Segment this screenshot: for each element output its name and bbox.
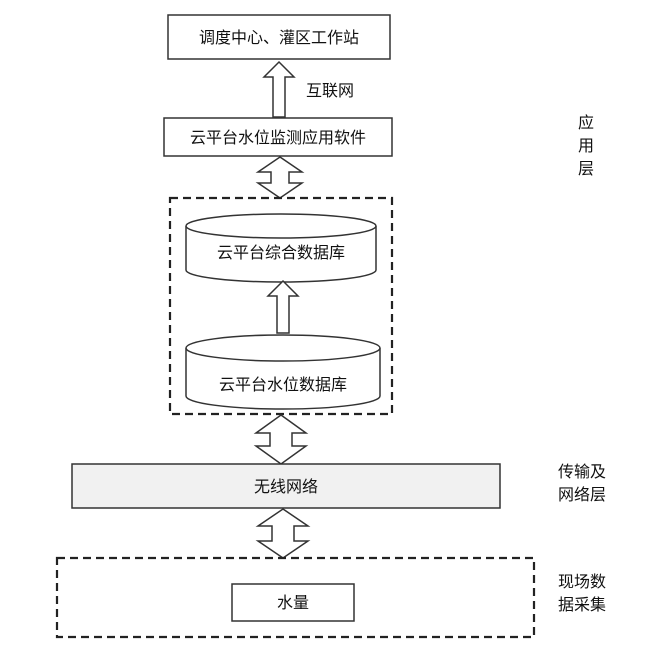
db-network-double-arrow	[253, 414, 309, 465]
field-layer-line-1: 现场数	[558, 572, 606, 591]
integrated-db-label: 云平台综合数据库	[217, 243, 345, 262]
water-quantity-label: 水量	[277, 593, 309, 612]
application-layer-char-3: 层	[578, 159, 594, 178]
water-level-db-label: 云平台水位数据库	[219, 375, 347, 394]
transmission-layer-line-1: 传输及	[558, 462, 606, 481]
field-layer-line-2: 据采集	[558, 595, 606, 614]
software-box	[163, 117, 393, 157]
integrated-db-cylinder	[185, 213, 377, 283]
db-up-arrow	[266, 279, 300, 334]
field-collection-dashed	[55, 556, 536, 639]
field-layer-label: 现场数 据采集	[558, 572, 606, 614]
network-field-double-arrow	[255, 508, 311, 559]
software-db-double-arrow	[255, 156, 305, 199]
database-group-dashed	[168, 196, 394, 416]
internet-up-arrow	[262, 60, 296, 118]
software-label: 云平台水位监测应用软件	[190, 128, 366, 147]
application-layer-label: 应 用 层	[578, 113, 594, 178]
transmission-layer-line-2: 网络层	[558, 485, 606, 504]
water-level-db-cylinder	[185, 334, 381, 410]
wireless-network-label: 无线网络	[254, 477, 318, 496]
internet-label: 互联网	[306, 81, 354, 100]
dispatch-center-label: 调度中心、灌区工作站	[199, 28, 359, 47]
transmission-layer-label: 传输及 网络层	[558, 462, 606, 504]
wireless-network-box	[71, 463, 501, 509]
application-layer-char-2: 用	[578, 136, 594, 155]
dispatch-center-box	[167, 14, 391, 60]
water-quantity-box	[231, 583, 355, 622]
application-layer-char-1: 应	[578, 113, 594, 132]
